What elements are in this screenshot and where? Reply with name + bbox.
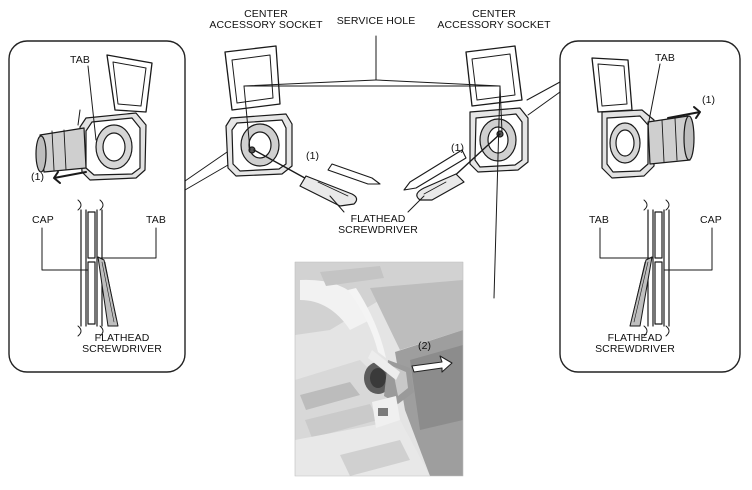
right-panel-cross-section <box>599 199 713 337</box>
label-step2: (2) <box>418 340 432 352</box>
right-panel-arrow <box>667 106 701 119</box>
center-right-arrow <box>403 149 467 191</box>
label-service-hole: SERVICE HOLE <box>336 15 416 27</box>
label-flathead-screwdriver-right: FLATHEAD SCREWDRIVER <box>595 332 675 355</box>
installation-photo <box>294 261 464 477</box>
right-tab-leader <box>647 63 661 127</box>
label-cap-left: CAP <box>32 214 54 226</box>
label-tab-left-bottom: TAB <box>146 214 166 226</box>
label-flathead-screwdriver-left: FLATHEAD SCREWDRIVER <box>82 332 162 355</box>
label-center-accessory-socket-right: CENTER ACCESSORY SOCKET <box>437 8 551 31</box>
right-detail-panel <box>559 40 741 373</box>
label-flathead-screwdriver-center: FLATHEAD SCREWDRIVER <box>338 213 418 236</box>
left-detail-panel <box>8 40 186 373</box>
label-tab-right-top: TAB <box>655 52 675 64</box>
left-panel-arrow <box>53 171 87 184</box>
label-cap-right: CAP <box>700 214 722 226</box>
left-panel-cross-section <box>41 199 157 337</box>
right-callout-line <box>526 81 561 116</box>
label-step1-center-right: (1) <box>451 142 465 154</box>
label-step1-right-panel: (1) <box>702 94 716 106</box>
center-left-screwdriver <box>253 149 358 207</box>
left-tab-leader <box>87 65 97 141</box>
center-right-screwdriver <box>416 133 501 201</box>
label-step1-center-left: (1) <box>306 150 320 162</box>
label-tab-left-top: TAB <box>70 54 90 66</box>
left-panel-socket <box>35 54 153 181</box>
center-right-socket <box>465 45 529 173</box>
left-callout-line <box>184 149 231 191</box>
right-panel-socket <box>591 57 695 179</box>
center-left-arrow <box>327 163 381 185</box>
label-center-accessory-socket-left: CENTER ACCESSORY SOCKET <box>209 8 323 31</box>
photo-arrow <box>411 355 453 373</box>
label-tab-right-bottom: TAB <box>589 214 609 226</box>
service-hole-leaders <box>243 35 503 299</box>
center-screwdriver-leaders <box>329 195 425 213</box>
center-left-socket <box>224 45 293 177</box>
label-step1-left-panel: (1) <box>31 171 45 183</box>
